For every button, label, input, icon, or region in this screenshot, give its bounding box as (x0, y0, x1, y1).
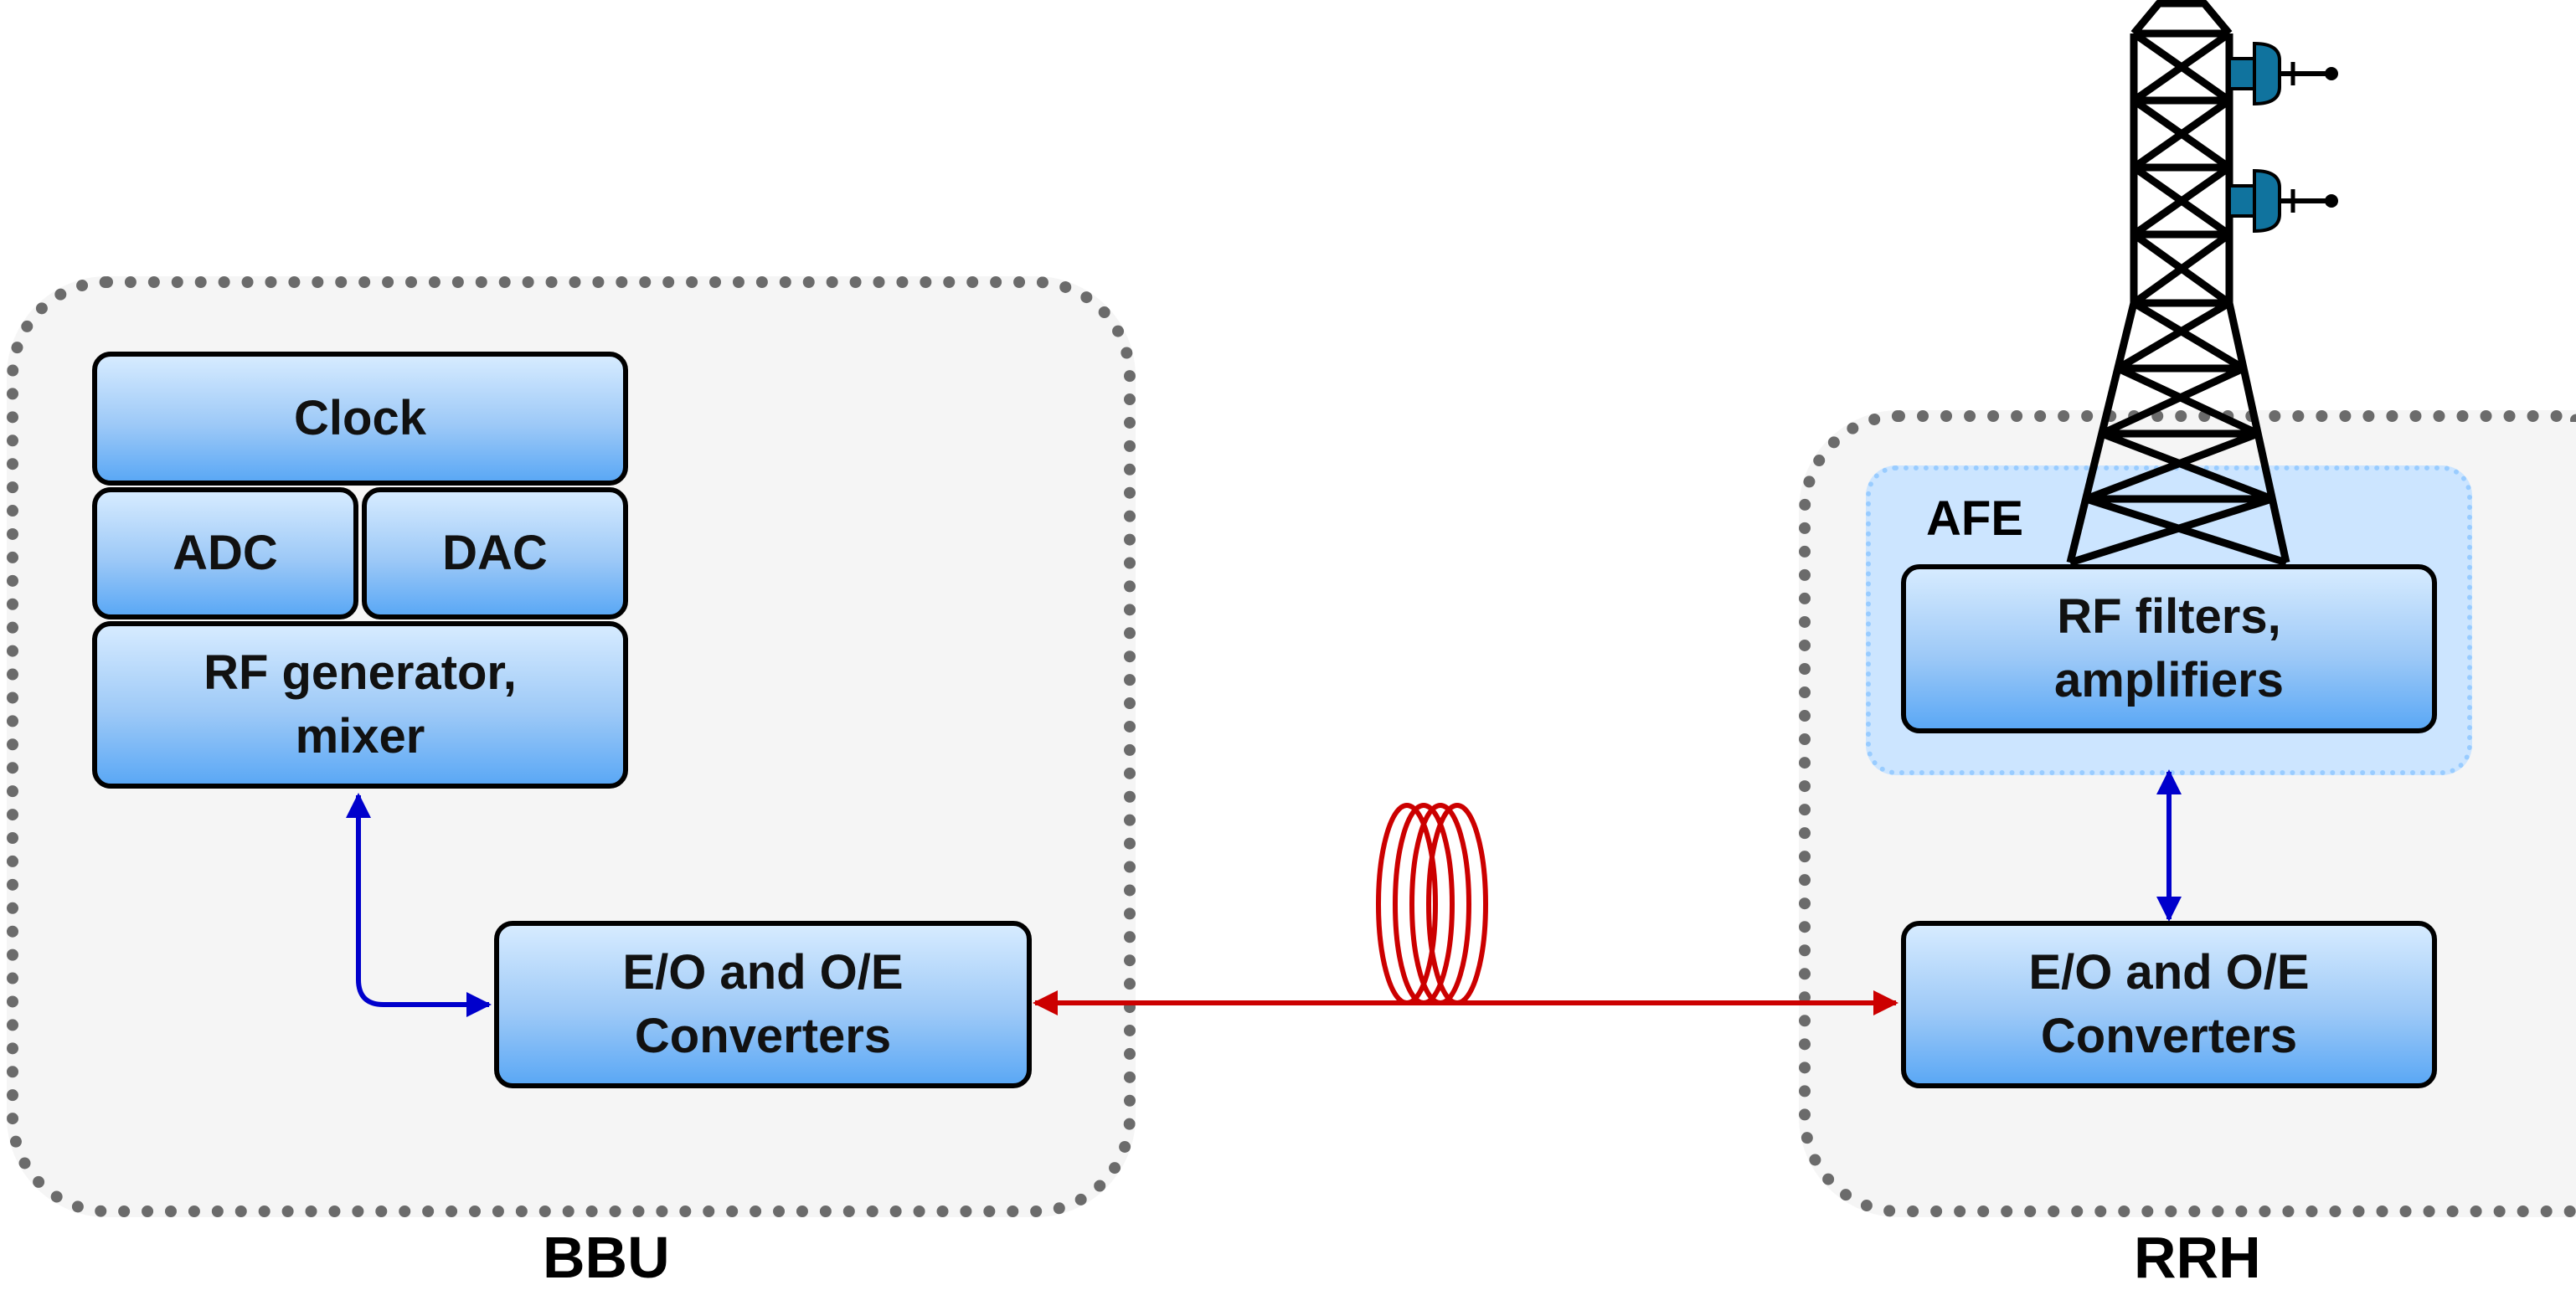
bbu-label: BBU (543, 1225, 670, 1290)
antenna-icon (2228, 168, 2338, 234)
rrh-converters-block: E/O and O/E Converters (1901, 921, 2437, 1088)
rf-generator-block: RF generator, mixer (92, 621, 628, 789)
afe-label: AFE (1926, 491, 2023, 546)
adc-block: ADC (92, 487, 358, 619)
cell-tower-icon (2066, 0, 2290, 567)
fiber-coil-icon (1376, 803, 1488, 1005)
antenna-icon (2228, 41, 2338, 106)
bbu-converters-block: E/O and O/E Converters (494, 921, 1032, 1088)
rf-filters-block: RF filters, amplifiers (1901, 564, 2437, 733)
clock-block: Clock (92, 352, 628, 486)
bbu-electrical-link (346, 793, 492, 1017)
rrh-label: RRH (2134, 1225, 2261, 1290)
dac-block: DAC (362, 487, 628, 619)
